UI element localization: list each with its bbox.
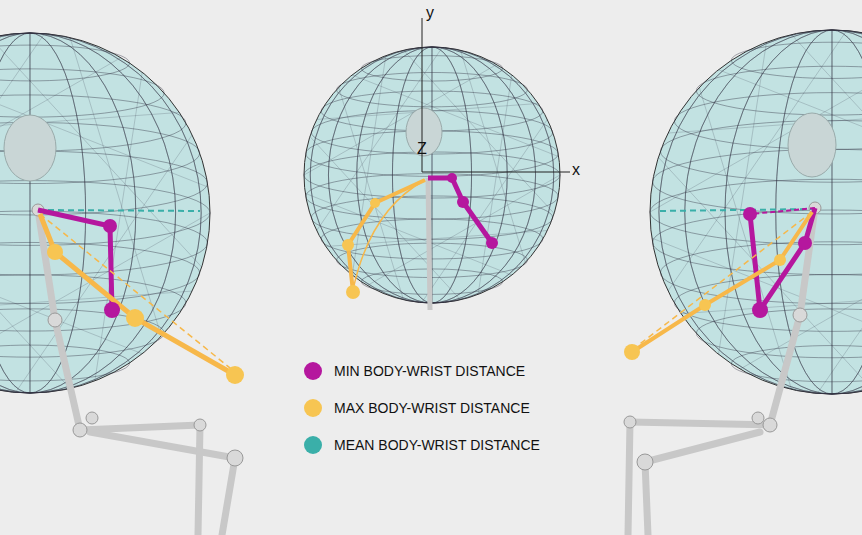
wireframe-sphere xyxy=(304,47,560,303)
wireframe-sphere xyxy=(0,33,210,393)
center-figure xyxy=(342,18,570,310)
axis-label: y xyxy=(426,4,434,22)
axis-label: x xyxy=(572,161,580,179)
legend-text: MIN BODY-WRIST DISTANCE xyxy=(334,362,525,380)
legend-swatch xyxy=(304,436,322,454)
wireframe-sphere xyxy=(650,30,862,394)
right-figure xyxy=(624,113,836,535)
legend-swatch xyxy=(304,399,322,417)
legend-text: MAX BODY-WRIST DISTANCE xyxy=(334,399,530,417)
left-figure xyxy=(4,115,244,535)
legend-swatch xyxy=(304,362,322,380)
axis-label: Z xyxy=(417,140,427,158)
legend-text: MEAN BODY-WRIST DISTANCE xyxy=(334,436,540,454)
